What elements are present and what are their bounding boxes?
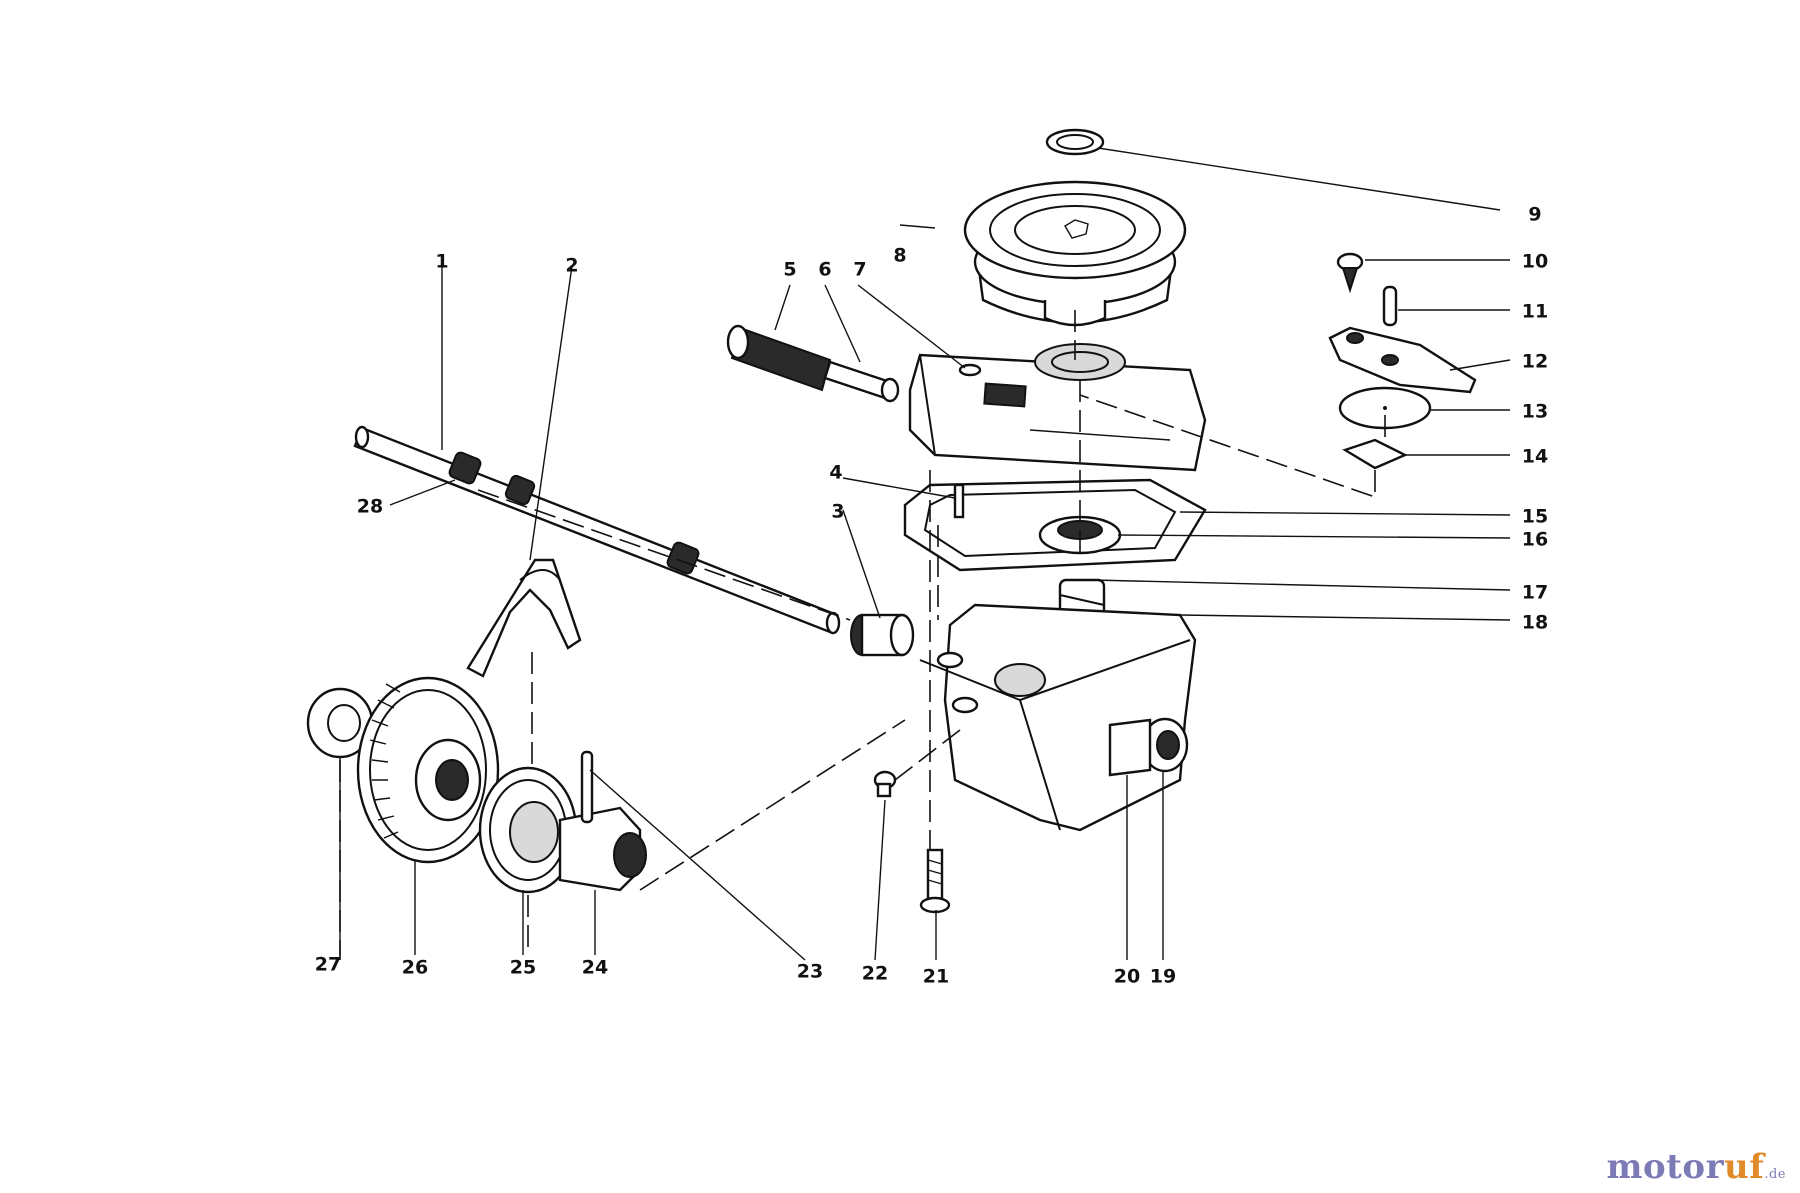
label-28: 28 <box>357 496 383 518</box>
part-18-gearbox-housing <box>919 603 1197 832</box>
part-6-pin <box>823 360 900 403</box>
part-1-shaft <box>353 425 841 635</box>
part-24-collar <box>558 806 647 892</box>
leader-lines <box>339 147 1511 961</box>
label-1: 1 <box>435 251 448 273</box>
part-22-screw <box>873 770 897 798</box>
label-26: 26 <box>402 957 428 979</box>
watermark-tld: .de <box>1764 1167 1786 1182</box>
label-11: 11 <box>1522 301 1548 323</box>
housing-cover <box>908 343 1207 472</box>
label-6: 6 <box>818 259 831 281</box>
label-19: 19 <box>1150 966 1176 988</box>
label-16: 16 <box>1522 529 1548 551</box>
label-15: 15 <box>1522 506 1548 528</box>
part-27-washer <box>306 687 374 759</box>
label-12: 12 <box>1522 351 1548 373</box>
label-27: 27 <box>315 954 341 976</box>
label-22: 22 <box>862 963 888 985</box>
label-5: 5 <box>783 259 796 281</box>
label-2: 2 <box>565 255 578 277</box>
label-23: 23 <box>797 961 823 983</box>
part-labels: 1 2 3 4 5 6 7 8 9 10 11 12 13 14 15 16 1… <box>315 204 1548 988</box>
part-12-bracket <box>1328 326 1477 394</box>
part-8-pulley <box>963 180 1187 327</box>
label-17: 17 <box>1522 582 1548 604</box>
label-13: 13 <box>1522 401 1548 423</box>
part-28-spline-collar <box>448 451 700 575</box>
part-21-bolt <box>919 848 951 914</box>
part-19-bushing <box>1141 717 1189 773</box>
label-25: 25 <box>510 957 536 979</box>
watermark-brand-a: motor <box>1606 1147 1724 1187</box>
label-7: 7 <box>853 259 866 281</box>
part-23-roll-pin <box>580 750 594 824</box>
part-3-bushing <box>850 613 915 657</box>
part-20-housing-boss <box>1108 718 1152 777</box>
part-11-pin <box>1382 285 1398 327</box>
label-8: 8 <box>893 245 906 267</box>
label-24: 24 <box>582 957 608 979</box>
part-5-spring <box>726 324 832 392</box>
label-21: 21 <box>923 966 949 988</box>
label-20: 20 <box>1114 966 1140 988</box>
label-9: 9 <box>1528 204 1541 226</box>
part-10-screw <box>1336 252 1364 294</box>
watermark-logo: motoruf.de <box>1607 1147 1786 1187</box>
label-14: 14 <box>1522 446 1548 468</box>
part-26-bevel-gear <box>356 676 500 864</box>
label-3: 3 <box>831 501 844 523</box>
label-10: 10 <box>1522 251 1548 273</box>
part-9-seal-ring <box>1045 128 1105 156</box>
part-2-shift-fork <box>466 558 582 678</box>
label-4: 4 <box>829 462 842 484</box>
part-14-plate <box>1342 438 1408 470</box>
label-18: 18 <box>1522 612 1548 634</box>
watermark-brand-b: uf <box>1723 1147 1765 1187</box>
part-4-stud <box>953 483 965 519</box>
